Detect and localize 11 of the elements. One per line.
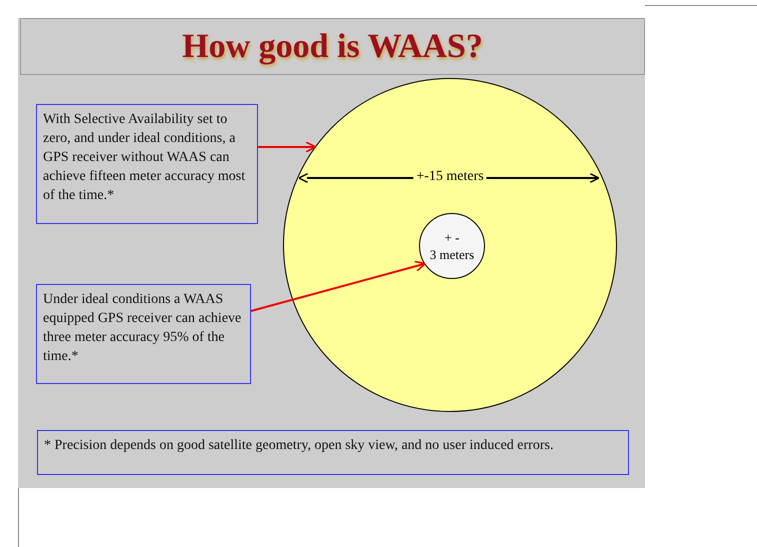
text-box [36, 104, 258, 224]
circle-label: + - [444, 229, 460, 246]
text-box [37, 430, 629, 475]
circle-label: 3 meters [430, 246, 474, 263]
arrow [250, 260, 426, 312]
box-text: Under ideal conditions a WAAS equipped GPS receiver can achieve three meter accuracy 95% of the time.* [43, 291, 242, 366]
arrow [258, 141, 317, 153]
box-text: With Selective Availability set to zero, and under ideal conditions, a GPS receiver without WAAS can achieve fifteen meter accuracy most of the time.* [43, 111, 246, 205]
box-text: * Precision depends on good satellite geometry, open sky view, and no user induced errors. [44, 437, 554, 455]
title: How good is WAAS? [182, 28, 483, 65]
text-box [36, 284, 251, 384]
